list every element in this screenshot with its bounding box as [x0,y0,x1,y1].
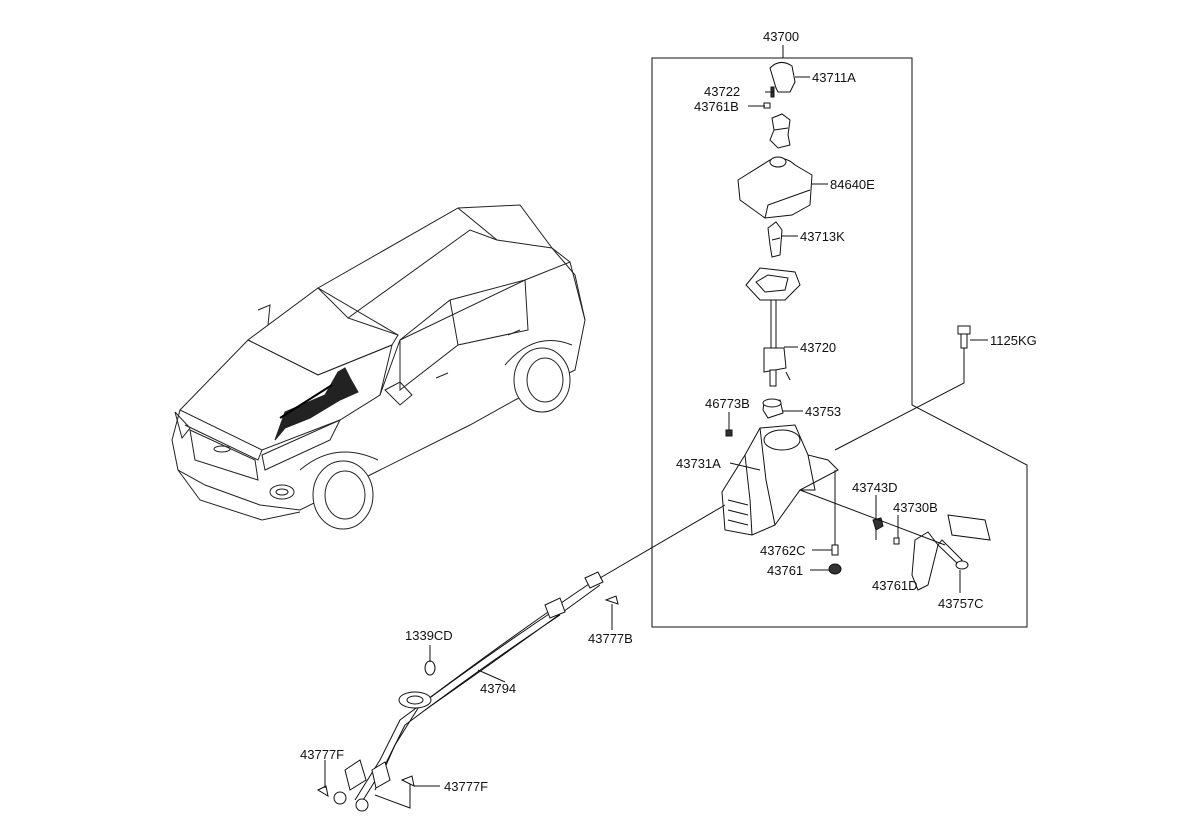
shift-boot [737,156,813,219]
grommet-1339CD [424,660,436,676]
lever-bracket [745,267,801,301]
shift-lever [763,299,791,387]
label-43794: 43794 [480,681,516,696]
label-43761D: 43761D [872,578,918,593]
label-43761B: 43761B [694,99,739,114]
clip-46773B [725,429,733,437]
label-43700: 43700 [763,29,799,44]
pin-43762C [831,544,839,556]
bolt-1125KG [957,325,971,349]
part-labels: 43700 43711A 43722 43761B 84640E 43713K … [300,29,1037,794]
label-43777F-left: 43777F [300,747,344,762]
clip-43761D [893,537,900,545]
clip-43777B [604,595,619,605]
label-43777F-right: 43777F [444,779,488,794]
assembly-frame [651,45,1028,628]
label-46773B: 46773B [705,396,750,411]
clip-43777F [316,775,415,798]
label-43753: 43753 [805,404,841,419]
label-43762C: 43762C [760,543,806,558]
nut-43761 [828,563,842,575]
shift-knob [769,62,796,93]
label-43743D: 43743D [852,480,898,495]
label-43761: 43761 [767,563,803,578]
bushing-43753 [762,398,784,419]
vehicle-illustration [171,204,586,530]
shift-cable-assembly [333,571,604,812]
label-43777B: 43777B [588,631,633,646]
label-43730B: 43730B [893,500,938,515]
knob-insert [769,113,791,149]
plate-43730B [911,514,991,591]
label-43757C: 43757C [938,596,984,611]
label-43711A: 43711A [812,70,856,85]
label-1125KG: 1125KG [990,333,1037,348]
label-43731A: 43731A [676,456,721,471]
label-43722: 43722 [704,84,740,99]
bolt-43757C [937,539,969,570]
label-43720: 43720 [800,340,836,355]
leader-lines [324,76,988,809]
lever-sleeve [767,221,783,258]
label-84640E: 84640E [830,177,875,192]
label-1339CD: 1339CD [405,628,453,643]
shifter-housing [721,424,839,536]
label-43713K: 43713K [800,229,845,244]
